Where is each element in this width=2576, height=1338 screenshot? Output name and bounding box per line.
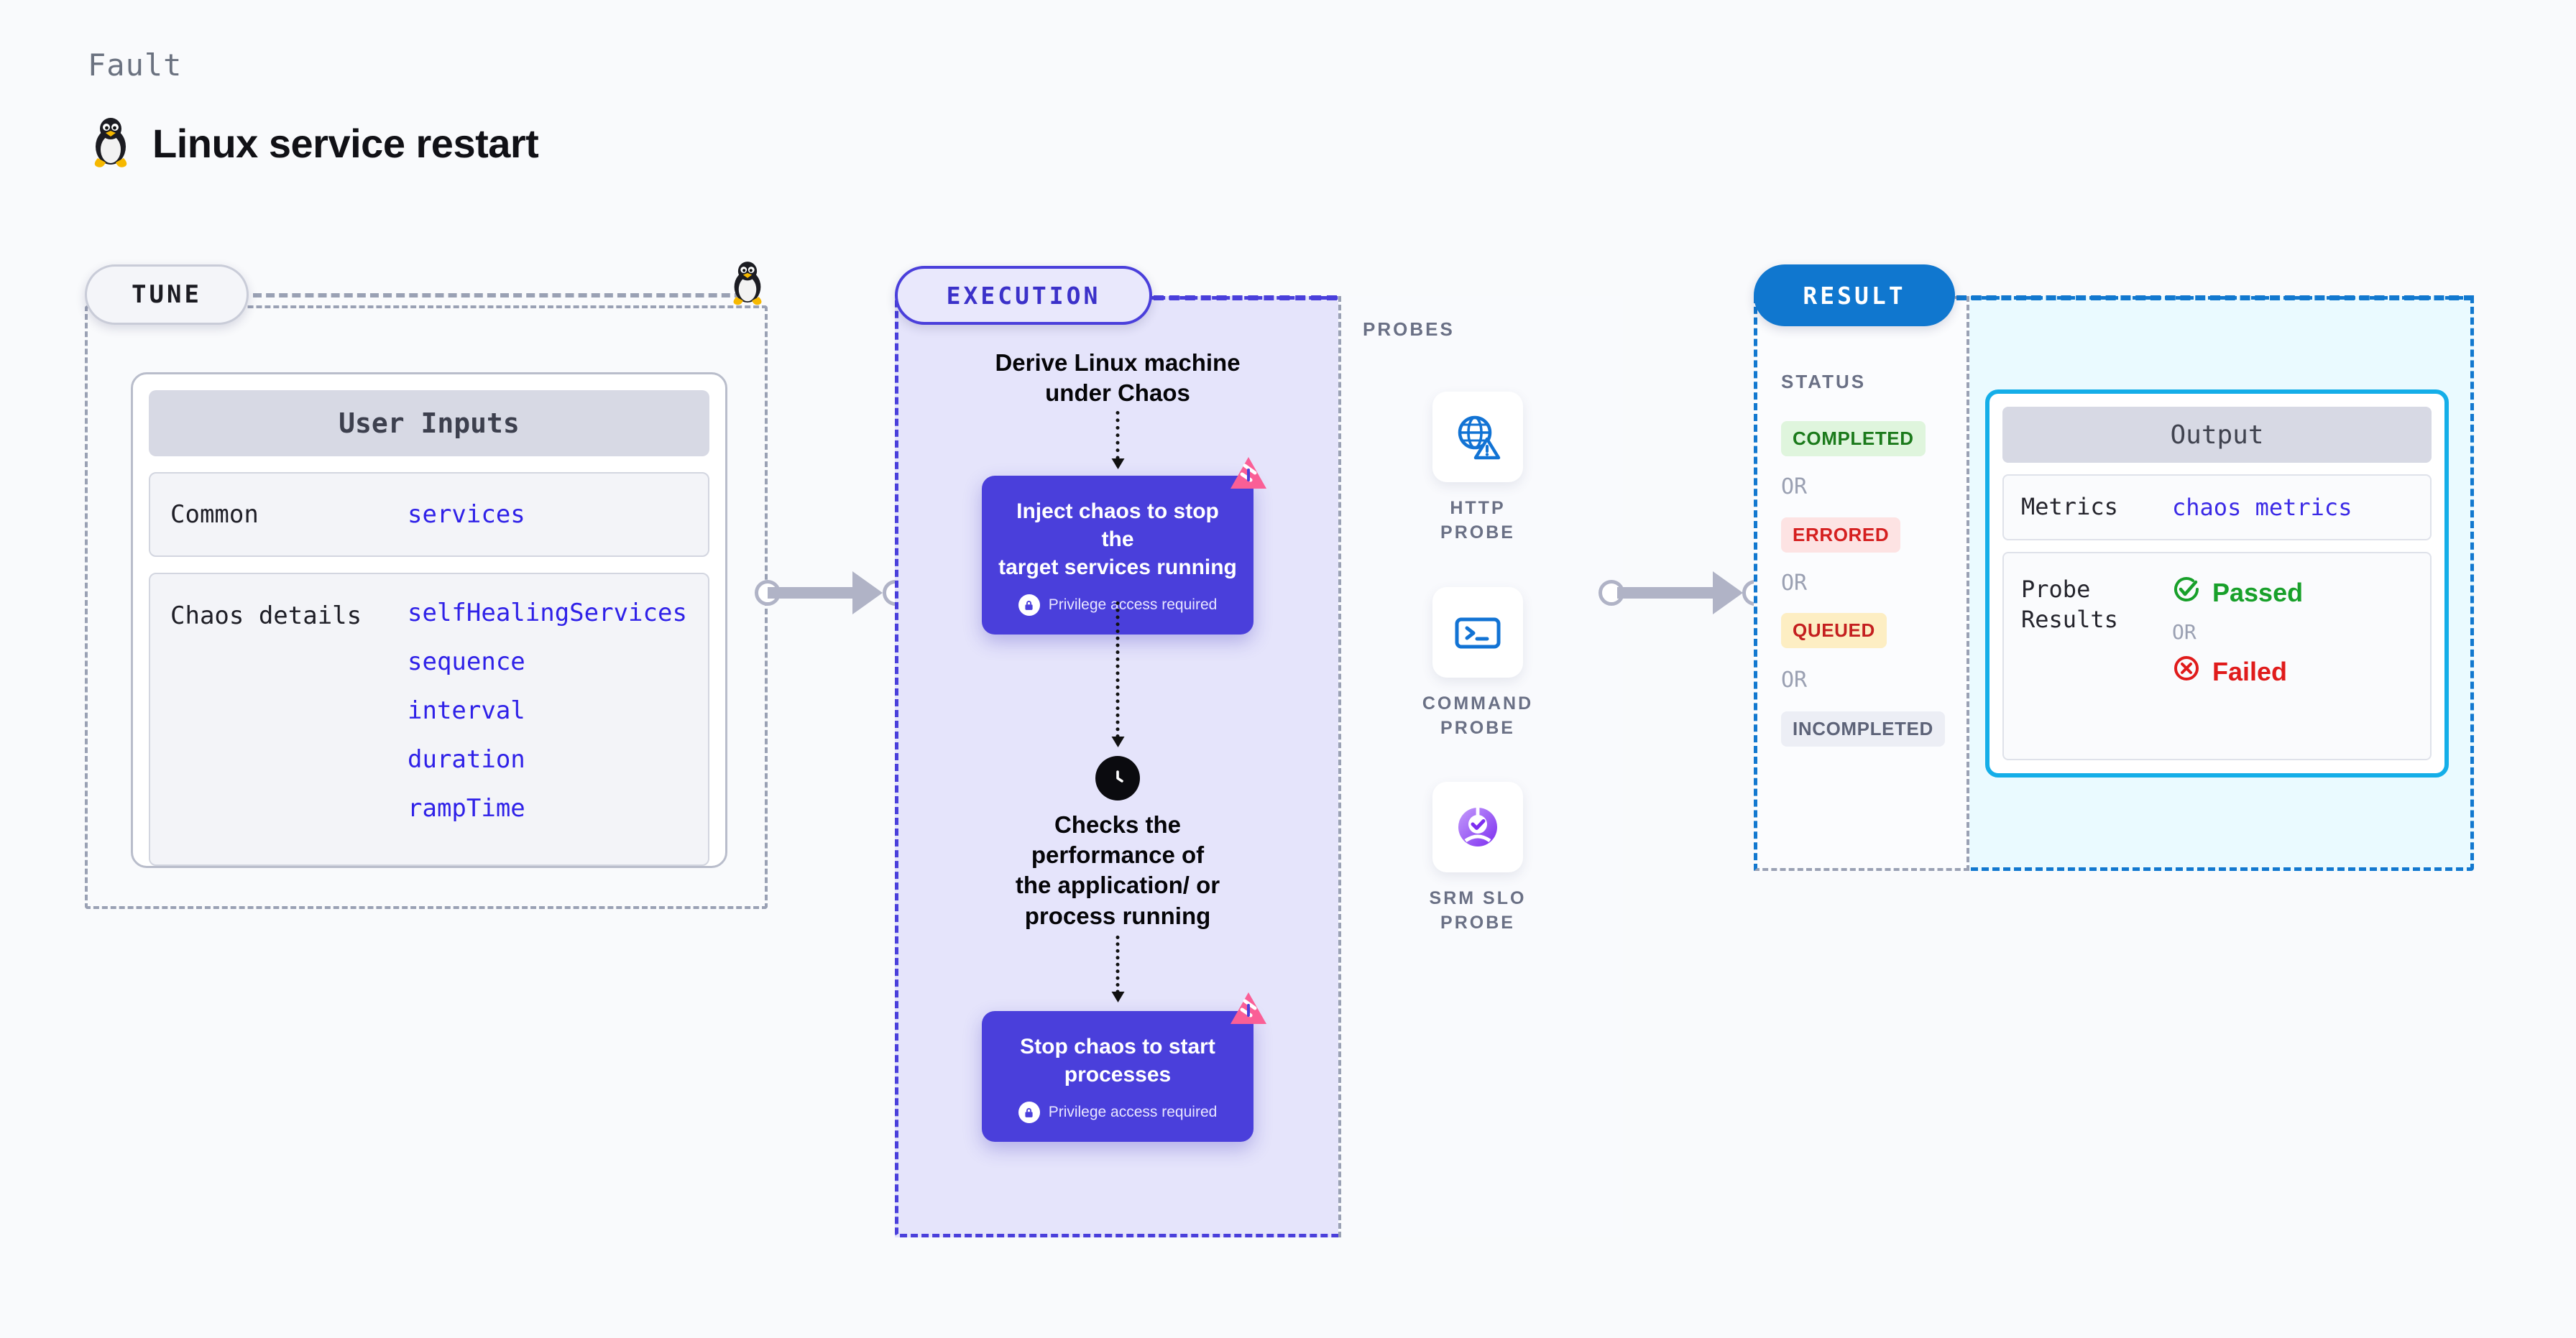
tune-row-label: Common <box>170 500 259 529</box>
output-row-metrics: Metrics chaos metrics <box>2002 474 2432 540</box>
param-interval[interactable]: interval <box>408 696 525 725</box>
page-title: Linux service restart <box>152 121 539 166</box>
globe-warning-icon <box>1432 392 1523 482</box>
probe-result-or: OR <box>2172 620 2196 644</box>
probe-result-passed-label: Passed <box>2212 577 2304 607</box>
check-circle-icon <box>2172 575 2201 610</box>
output-metrics-value[interactable]: chaos metrics <box>2172 494 2352 521</box>
connector-execution-to-result <box>1598 571 1768 614</box>
connector-arrowhead <box>852 571 883 614</box>
probe-command[interactable]: COMMAND PROBE <box>1413 587 1542 741</box>
connector-shaft <box>1617 587 1718 599</box>
param-services[interactable]: services <box>408 500 525 529</box>
probe-results-stack: Passed OR Failed <box>2172 575 2303 689</box>
privilege-text: Privilege access required <box>1048 596 1218 613</box>
tux-penguin-icon-small <box>727 259 768 310</box>
privilege-note: Privilege access required <box>998 1102 1238 1123</box>
probe-result-failed: Failed <box>2172 654 2303 689</box>
param-selfhealingservices[interactable]: selfHealingServices <box>408 599 687 627</box>
result-status-panel <box>1754 296 1969 871</box>
param-duration[interactable]: duration <box>408 745 525 774</box>
flow-arrow-1 <box>1111 411 1125 469</box>
page-eyebrow: Fault <box>88 47 183 83</box>
probe-result-failed-label: Failed <box>2212 656 2288 686</box>
status-title: STATUS <box>1781 371 1867 392</box>
status-or-1: OR <box>1781 474 1808 499</box>
probes-title: PROBES <box>1363 318 1455 340</box>
lock-icon <box>1018 594 1040 616</box>
user-inputs-card: User Inputs Common services Chaos detail… <box>131 372 727 868</box>
result-connector-line <box>1956 295 2474 300</box>
execution-badge[interactable]: EXECUTION <box>895 266 1152 325</box>
tune-badge[interactable]: TUNE <box>85 264 249 325</box>
page-title-row: Linux service restart <box>88 115 539 172</box>
fault-corner-icon <box>1228 456 1269 497</box>
probe-srm-slo[interactable]: SRM SLO PROBE <box>1413 782 1542 936</box>
tune-row-chaos-details: Chaos details selfHealingServices sequen… <box>149 573 709 866</box>
tune-connector-line <box>253 293 756 297</box>
tune-row-values: services <box>408 500 525 529</box>
probe-result-passed: Passed <box>2172 575 2303 610</box>
output-metrics-label: Metrics <box>2021 493 2118 521</box>
terminal-icon <box>1432 587 1523 678</box>
param-ramptime[interactable]: rampTime <box>408 794 525 823</box>
output-card-title: Output <box>2002 407 2432 463</box>
user-inputs-title: User Inputs <box>149 390 709 456</box>
fault-corner-icon <box>1228 991 1269 1033</box>
flow-arrow-2 <box>1111 601 1125 747</box>
status-badge-queued: QUEUED <box>1781 613 1887 648</box>
tux-penguin-icon <box>88 115 134 172</box>
connector-shaft <box>768 587 857 599</box>
slo-donut-check-icon <box>1432 782 1523 872</box>
probe-label: COMMAND PROBE <box>1422 693 1534 738</box>
clock-icon <box>1095 756 1140 801</box>
execution-connector-line <box>1154 295 1337 300</box>
lock-icon <box>1018 1102 1040 1123</box>
connector-arrowhead <box>1713 571 1743 614</box>
probe-http[interactable]: HTTP PROBE <box>1413 392 1542 545</box>
connector-tune-to-execution <box>755 571 908 614</box>
status-badge-errored: ERRORED <box>1781 517 1901 553</box>
x-circle-icon <box>2172 654 2201 689</box>
status-or-3: OR <box>1781 668 1808 693</box>
tune-row-common: Common services <box>149 472 709 557</box>
status-or-2: OR <box>1781 571 1808 596</box>
status-badge-incompleted: INCOMPLETED <box>1781 711 1945 747</box>
result-badge[interactable]: RESULT <box>1754 264 1955 326</box>
probe-label: HTTP PROBE <box>1440 498 1515 543</box>
tune-row-values: selfHealingServices sequence interval du… <box>408 599 687 823</box>
status-badge-completed: COMPLETED <box>1781 421 1926 456</box>
privilege-note: Privilege access required <box>998 594 1238 616</box>
tune-row-label: Chaos details <box>170 601 362 630</box>
tune-panel <box>85 305 768 909</box>
privilege-text: Privilege access required <box>1048 1104 1218 1120</box>
flow-arrow-3 <box>1111 936 1125 1002</box>
param-sequence[interactable]: sequence <box>408 647 525 676</box>
probe-label: SRM SLO PROBE <box>1429 888 1527 933</box>
